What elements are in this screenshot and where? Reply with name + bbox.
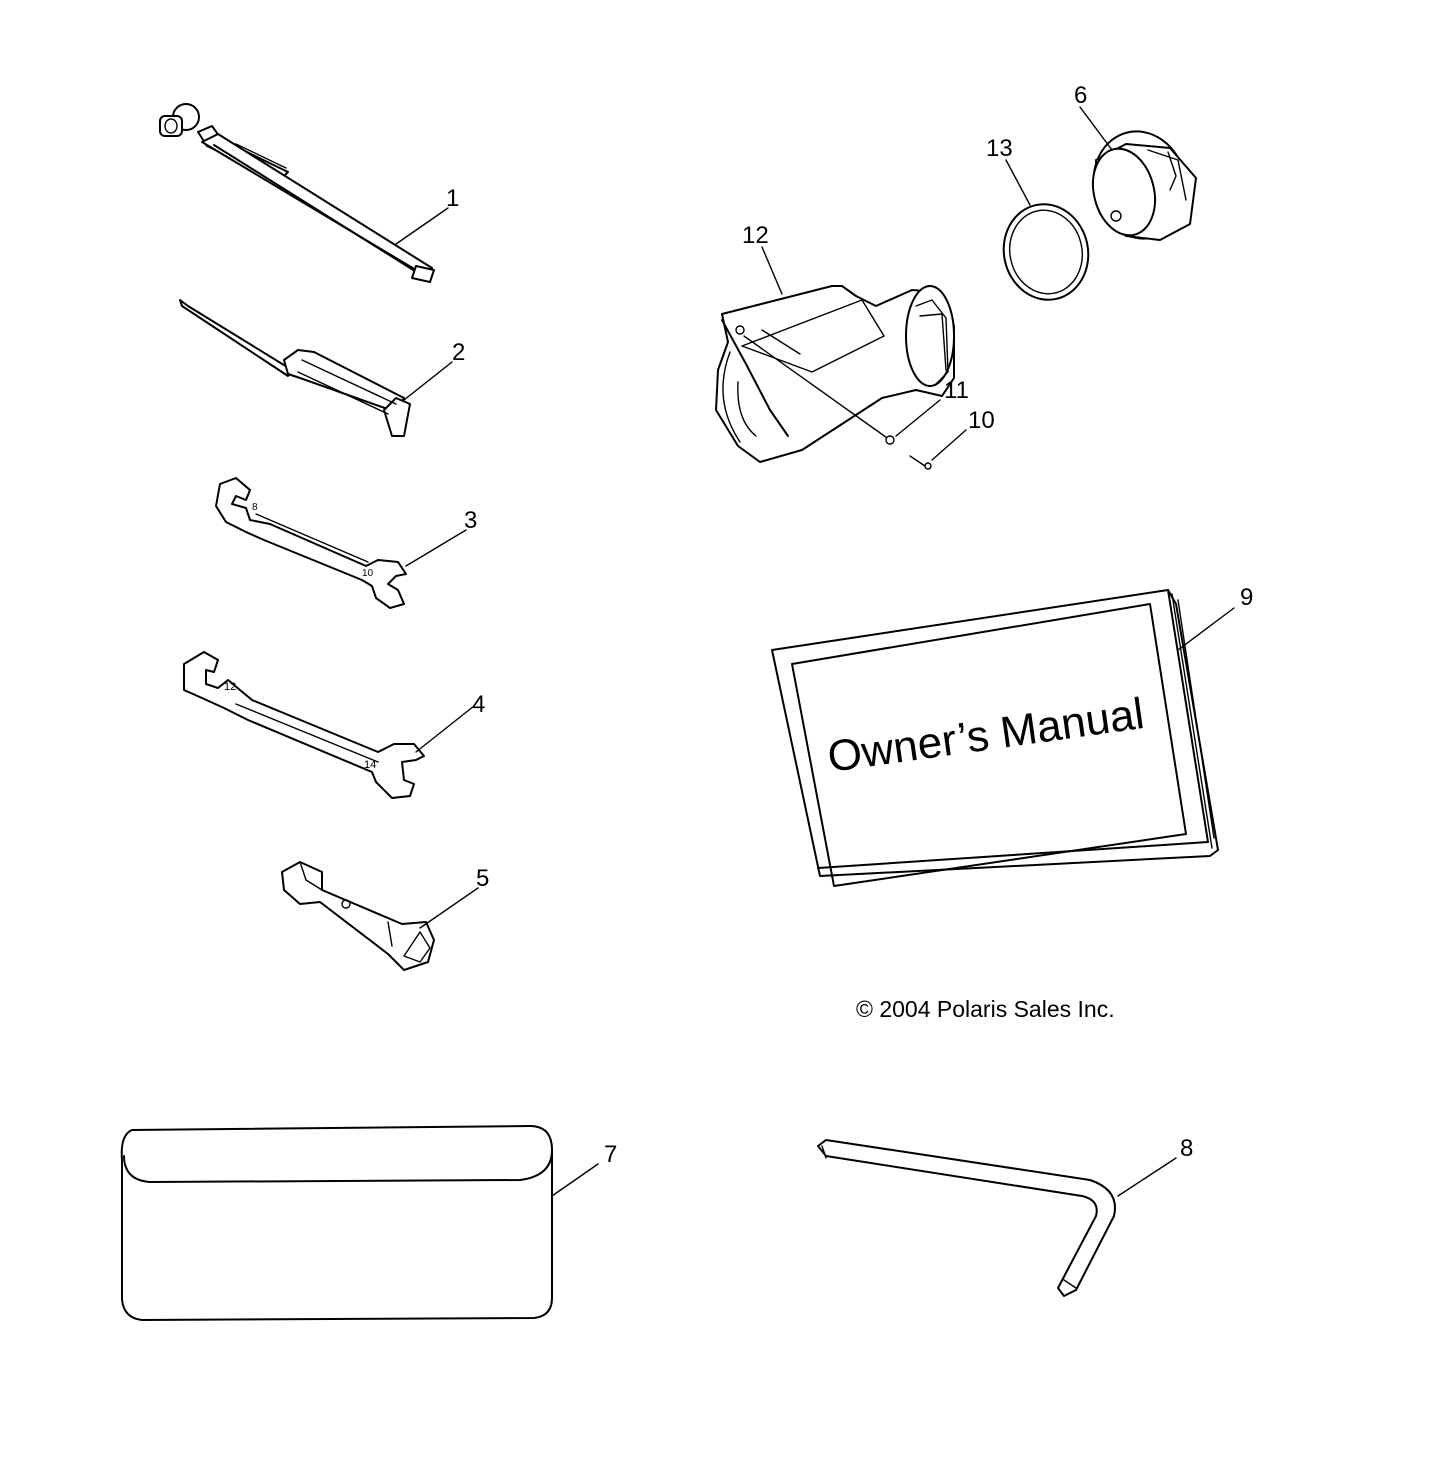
callout-5: 5 bbox=[476, 865, 489, 892]
part-10-screw bbox=[909, 455, 932, 470]
callout-9: 9 bbox=[1240, 584, 1253, 611]
part-5-plug-socket bbox=[281, 861, 435, 971]
wrench-3-size-small: 8 bbox=[252, 502, 258, 513]
wrench-3-size-large: 10 bbox=[362, 568, 374, 579]
callout-labels: 1 2 3 4 5 6 7 8 9 10 11 12 13 bbox=[446, 82, 1253, 1168]
part-11-washer bbox=[885, 435, 895, 445]
part-4-wrench: 12 14 bbox=[183, 651, 425, 799]
callout-8: 8 bbox=[1180, 1135, 1193, 1162]
callout-11: 11 bbox=[944, 377, 969, 404]
part-13-o-ring bbox=[1002, 203, 1090, 301]
callout-4: 4 bbox=[472, 691, 485, 718]
callout-6: 6 bbox=[1074, 82, 1087, 109]
part-9-owners-manual: Owner’s Manual bbox=[771, 589, 1219, 887]
leader-lines bbox=[395, 106, 1235, 1197]
wrench-4-size-large: 14 bbox=[364, 759, 376, 771]
callout-13: 13 bbox=[986, 135, 1013, 162]
callout-7: 7 bbox=[604, 1141, 617, 1168]
callout-12: 12 bbox=[742, 222, 769, 249]
part-6-filter-cap bbox=[1092, 130, 1197, 241]
part-2-screwdriver bbox=[179, 299, 411, 437]
part-7-tool-pouch bbox=[120, 1125, 553, 1321]
part-12-intake-duct bbox=[715, 285, 955, 463]
callout-10: 10 bbox=[968, 407, 995, 434]
part-8-hex-key bbox=[817, 1139, 1116, 1297]
part-1-pressure-gauge bbox=[159, 103, 435, 283]
copyright-notice: © 2004 Polaris Sales Inc. bbox=[856, 996, 1115, 1022]
callout-1: 1 bbox=[446, 185, 459, 212]
wrench-4-size-small: 12 bbox=[224, 681, 236, 693]
callout-2: 2 bbox=[452, 339, 465, 366]
part-3-wrench: 8 10 bbox=[215, 477, 407, 609]
callout-3: 3 bbox=[464, 507, 477, 534]
